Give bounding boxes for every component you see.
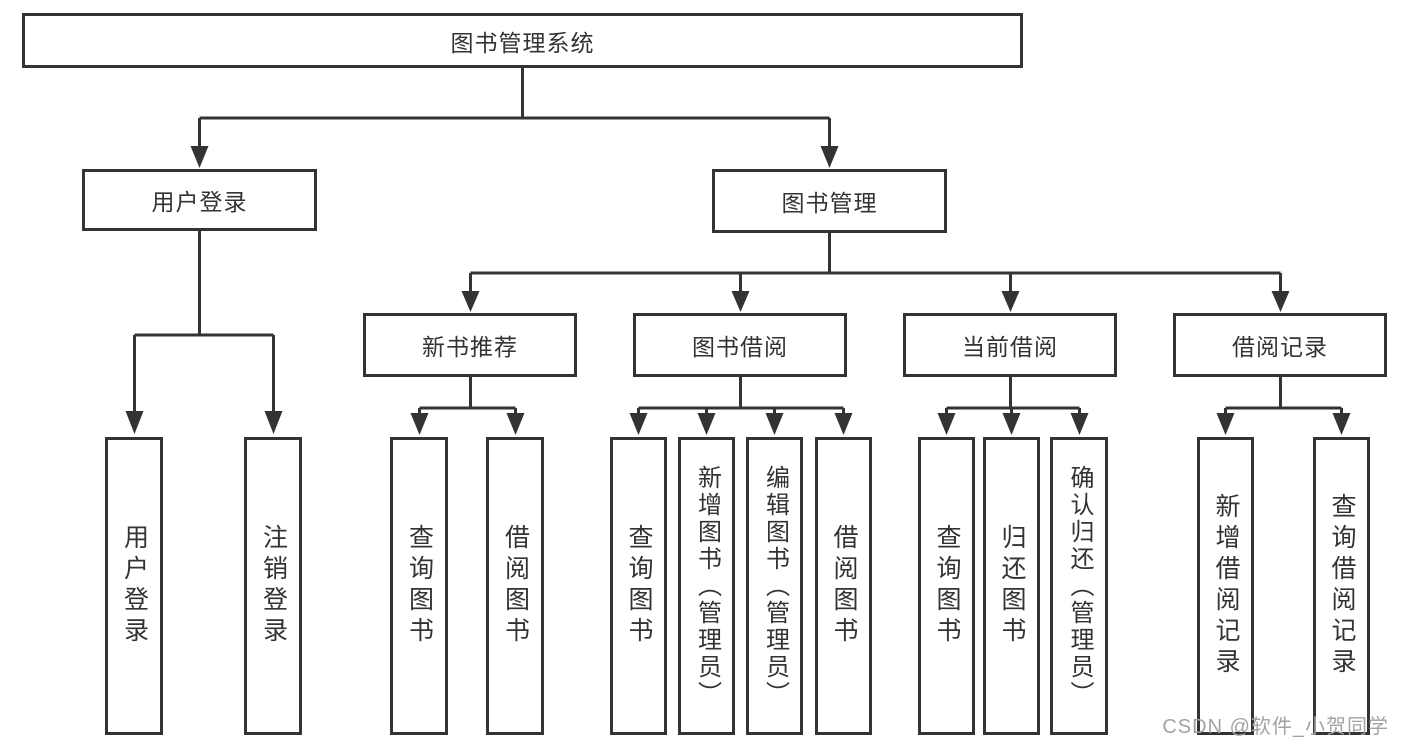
- node-label: 注销登录: [259, 524, 288, 648]
- arrowheads: [125, 146, 1351, 435]
- node-borrowing-records: 借阅记录: [1173, 313, 1387, 377]
- node-new-book-recommendation: 新书推荐: [363, 313, 577, 377]
- node-leaf-borrow-books-1: 借阅图书: [486, 437, 544, 735]
- node-label: 新书推荐: [422, 334, 518, 360]
- node-label: 确认归还（管理员）: [1066, 464, 1093, 708]
- node-label: 图书借阅: [692, 334, 788, 360]
- node-label: 借阅记录: [1232, 334, 1328, 360]
- node-library-management-system: 图书管理系统: [22, 13, 1023, 68]
- node-leaf-query-borrow-record: 查询借阅记录: [1313, 437, 1370, 735]
- node-leaf-edit-books-admin: 编辑图书（管理员）: [746, 437, 803, 735]
- node-label: 当前借阅: [962, 334, 1058, 360]
- node-label: 新增图书（管理员）: [693, 464, 721, 708]
- node-label: 用户登录: [120, 524, 149, 648]
- node-label: 用户登录: [151, 189, 248, 215]
- node-leaf-query-books-2: 查询图书: [610, 437, 667, 735]
- node-label: 查询图书: [933, 524, 961, 648]
- csdn-watermark: CSDN @软件_小贺同学: [1162, 716, 1389, 738]
- node-current-borrowing: 当前借阅: [903, 313, 1117, 377]
- node-user-login-group: 用户登录: [82, 169, 317, 231]
- node-leaf-return-books: 归还图书: [983, 437, 1040, 735]
- node-label: 图书管理: [781, 190, 878, 216]
- node-leaf-logout: 注销登录: [244, 437, 302, 735]
- node-leaf-query-books-1: 查询图书: [390, 437, 448, 735]
- node-book-borrowing: 图书借阅: [633, 313, 847, 377]
- node-label: 查询借阅记录: [1328, 493, 1356, 679]
- node-label: 新增借阅记录: [1212, 493, 1240, 679]
- node-label: 查询图书: [625, 524, 653, 648]
- node-label: 编辑图书（管理员）: [761, 464, 789, 708]
- node-label: 借阅图书: [830, 524, 858, 648]
- node-label: 借阅图书: [501, 524, 530, 648]
- node-book-management: 图书管理: [712, 169, 947, 233]
- node-label: 查询图书: [405, 524, 434, 648]
- node-leaf-borrow-books-2: 借阅图书: [815, 437, 872, 735]
- node-label: 归还图书: [998, 524, 1026, 648]
- node-leaf-add-books-admin: 新增图书（管理员）: [678, 437, 735, 735]
- node-leaf-confirm-return-admin: 确认归还（管理员）: [1050, 437, 1108, 735]
- node-leaf-query-books-3: 查询图书: [918, 437, 975, 735]
- node-leaf-add-borrow-record: 新增借阅记录: [1197, 437, 1254, 735]
- node-label: 图书管理系统: [450, 29, 595, 56]
- node-leaf-user-login: 用户登录: [105, 437, 163, 735]
